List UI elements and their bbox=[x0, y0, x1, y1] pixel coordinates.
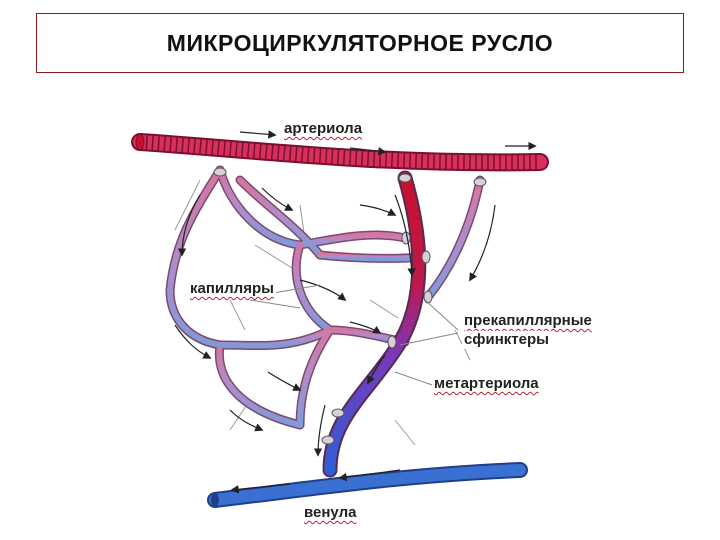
label-arteriole: артериола bbox=[282, 120, 365, 138]
venule-vessel bbox=[207, 462, 528, 508]
metarteriole-vessel bbox=[322, 170, 427, 478]
page-title: МИКРОЦИРКУЛЯТОРНОЕ РУСЛО bbox=[166, 29, 554, 56]
label-venule: венула bbox=[302, 504, 359, 522]
flow-arrows bbox=[174, 130, 537, 494]
title-box: МИКРОЦИРКУЛЯТОРНОЕ РУСЛО bbox=[36, 13, 684, 73]
label-sphincters-line2: сфинктеры bbox=[462, 331, 551, 349]
label-sphincters-line1: прекапиллярные bbox=[462, 312, 594, 330]
arteriole-vessel bbox=[131, 133, 549, 172]
label-capillaries: капилляры bbox=[188, 280, 276, 298]
tissue-lines bbox=[174, 179, 471, 446]
label-metarteriole: метартериола bbox=[432, 375, 541, 393]
